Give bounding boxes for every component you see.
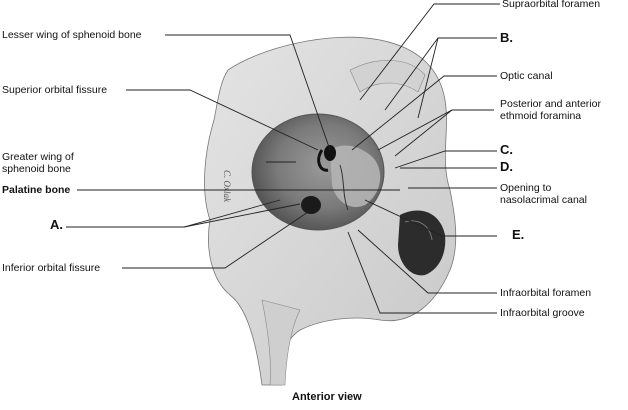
leader-lines <box>66 3 500 314</box>
label-palatine-bone: Palatine bone <box>2 184 71 196</box>
label-infraorbital-foramen: Infraorbital foramen <box>500 287 592 299</box>
superior-fissure-shape <box>317 149 329 172</box>
label-inferior-orbital-fissure: Inferior orbital fissure <box>2 262 101 274</box>
label-ethmoid-foramina-2: ethmoid foramina <box>500 110 582 122</box>
label-b: B. <box>500 30 513 45</box>
label-a: A. <box>50 217 63 232</box>
fissure-crack <box>339 164 349 211</box>
medial-wall <box>330 145 381 208</box>
figure-caption: Anterior view <box>292 391 362 403</box>
label-greater-wing-1: Greater wing of <box>2 151 74 163</box>
inferior-fissure-shape <box>301 196 321 214</box>
label-greater-wing-2: sphenoid bone <box>2 163 71 175</box>
label-infraorbital-groove: Infraorbital groove <box>500 307 585 319</box>
optic-canal-shape <box>324 145 336 161</box>
label-d: D. <box>500 159 513 174</box>
artist-signature: C. Oxlak <box>222 170 232 203</box>
label-nasolacrimal-2: nasolacrimal canal <box>500 194 587 206</box>
frontal-ridge <box>349 60 426 93</box>
label-optic-canal: Optic canal <box>500 70 553 82</box>
nasal-region <box>398 210 446 276</box>
label-e: E. <box>512 227 525 242</box>
label-supraorbital-foramen: Supraorbital foramen <box>502 0 601 10</box>
label-superior-orbital-fissure: Superior orbital fissure <box>2 84 108 96</box>
label-lesser-wing: Lesser wing of sphenoid bone <box>2 29 142 41</box>
label-c: C. <box>500 142 513 157</box>
label-ethmoid-foramina-1: Posterior and anterior <box>500 98 601 110</box>
zygomatic-strut <box>261 299 301 386</box>
label-nasolacrimal-1: Opening to <box>500 182 552 194</box>
